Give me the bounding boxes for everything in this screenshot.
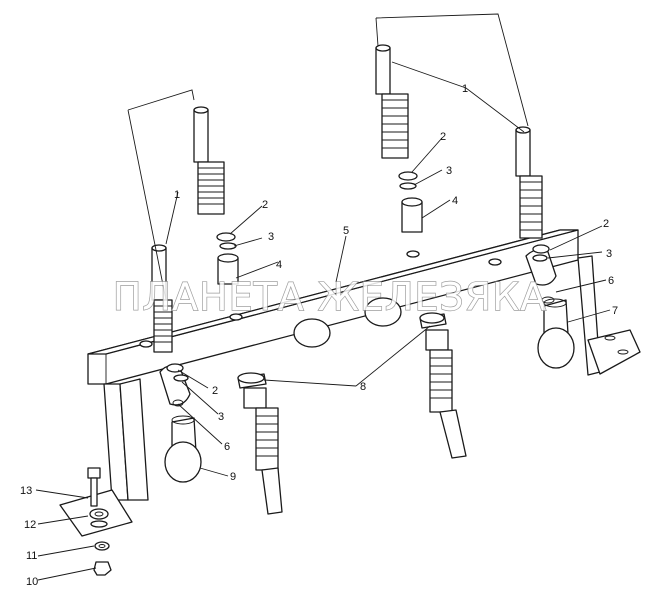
washer-2-left-lower [166,363,184,373]
hose-lower-right [425,329,467,459]
callout-2-upper-right: 2 [440,131,446,143]
callout-3-upper-right: 3 [446,165,452,177]
washer-12 [90,520,108,528]
fitting-9 [164,415,202,483]
bolt-13 [87,467,101,507]
mounting-rail [87,229,579,385]
callout-3-upper-left: 3 [268,231,274,243]
hose-right-rear [375,44,409,159]
callout-2-upper-left: 2 [262,199,268,211]
pair-bracket-left [127,89,195,301]
hose-right-front [515,126,543,239]
adapter-4-right [401,197,423,233]
callout-2-left: 2 [212,385,218,397]
washer-2-right [398,171,418,181]
washer-3-right-lower [532,254,548,262]
washer-2-right-lower [532,244,550,254]
hose-left-rear [193,106,225,215]
callout-12: 12 [24,519,36,531]
pair-bracket-right [375,13,529,127]
callout-7: 7 [612,305,618,317]
callout-3-left: 3 [218,411,224,423]
washer-3-left-lower [173,374,189,382]
adapter-4-left [217,253,239,285]
callout-8: 8 [360,381,366,393]
callout-10: 10 [26,576,38,588]
fitting-7 [537,298,575,369]
left-bracket [59,378,149,537]
nut-8-right [419,312,447,329]
leader-lines [35,61,611,581]
callout-1-right: 1 [462,83,468,95]
callout-9: 9 [230,471,236,483]
callout-3-right: 3 [606,248,612,260]
callout-6-left: 6 [224,441,230,453]
watermark: ПЛАНЕТА ЖЕЛЕЗЯКА [113,275,547,319]
callout-2-right: 2 [603,218,609,230]
hose-lower-left [243,387,283,515]
washer-3-right [399,182,417,190]
nut-10 [93,561,112,576]
callout-11: 11 [26,550,37,562]
callout-4-left: 4 [276,259,282,271]
nut-8-left [237,372,267,389]
callout-13: 13 [20,485,32,497]
callout-6-right: 6 [608,275,614,287]
right-bracket [577,255,641,376]
washer-3-left [219,242,237,250]
washer-11 [94,541,110,551]
callout-4-right: 4 [452,195,458,207]
callout-5: 5 [343,225,349,237]
callout-1-left: 1 [174,189,180,201]
washer-2-left [216,232,236,242]
callout-labels: 1 1 2 3 4 2 3 4 5 2 3 6 7 8 2 3 6 9 13 1… [20,83,618,588]
